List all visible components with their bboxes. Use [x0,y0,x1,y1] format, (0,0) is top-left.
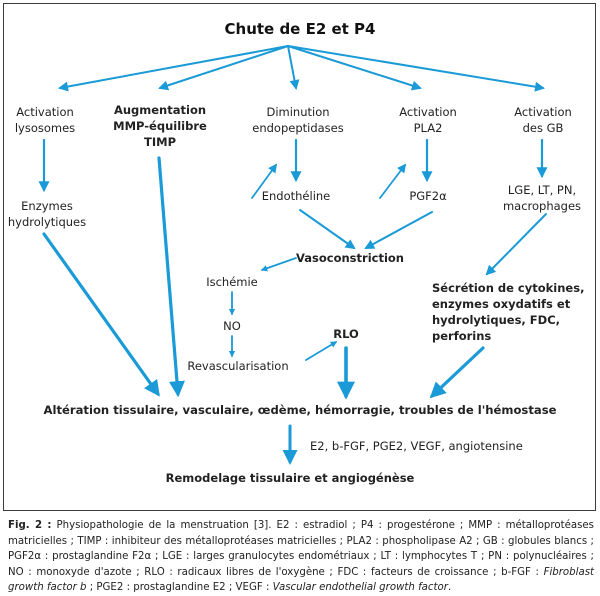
arrow-title-gb [287,45,545,92]
node-pgf2a: PGF2α [409,189,447,203]
arrow-secretion-alteration [429,346,485,399]
node-revascularisation: Revascularisation [187,359,289,373]
node-activation-pla2: Activation PLA2 [399,105,457,135]
arrow-title-mmp [158,45,289,91]
node-activation-lysosomes: Activation lysosomes [14,105,76,135]
figure-caption: Fig. 2 : Physiopathologie de la menstrua… [8,518,594,596]
diagram-title: Chute de E2 et P4 [224,20,376,38]
node-secretion: Sécrétion de cytokines, enzymes oxydatif… [432,281,585,343]
node-enzymes-hydrolytiques: Enzymes hydrolytiques [7,199,87,229]
arrow-title-endopeptidases [287,45,300,90]
diagram-frame [3,3,596,511]
arrow-mmp-alteration [157,156,185,398]
node-lge: LGE, LT, PN, macrophages [502,183,582,213]
node-ischemie: Ischémie [206,275,258,289]
caption-italic-vegf: Vascular endothelial growth factor [272,582,448,593]
caption-end: . [447,582,452,593]
node-alteration: Altération tissulaire, vasculaire, œdème… [43,403,557,417]
caption-italic-fgf: Fibroblast growth factor b [8,566,594,594]
node-vasoconstriction: Vasoconstriction [296,251,404,265]
node-endotheline: Endothéline [261,189,331,203]
caption-text: Physiopathologie de la menstruation [3].… [8,520,594,578]
node-mediateurs: E2, b-FGF, PGE2, VEGF, angiotensine [310,439,523,453]
arrow-title-lysosomes [58,45,289,92]
node-activation-gb: Activation des GB [514,105,572,135]
node-diminution-endopeptidases: Diminution endopeptidases [252,105,344,135]
arrow-endotheline-vaso [299,209,356,250]
caption-text-2: ; PGE2 : prostaglandine E2 ; VEGF : [89,582,270,593]
arrow-revasc-rlo [305,341,338,361]
arrow-endotheline-up [251,163,278,199]
node-augmentation-mmp: Augmentation MMP-équilibre TIMP [113,103,207,149]
node-no: NO [223,319,241,333]
arrow-enzymes-alteration [42,232,160,397]
arrow-pgf2a-up [379,163,407,199]
node-rlo: RLO [333,327,359,341]
arrow-pgf2a-vaso [364,211,433,249]
arrow-lge-secretion [485,213,547,276]
arrow-title-pla2 [287,45,422,91]
node-remodelage: Remodelage tissulaire et angiogénèse [165,471,415,485]
caption-label: Fig. 2 : [8,520,52,531]
arrow-vaso-ischemie [260,257,297,272]
